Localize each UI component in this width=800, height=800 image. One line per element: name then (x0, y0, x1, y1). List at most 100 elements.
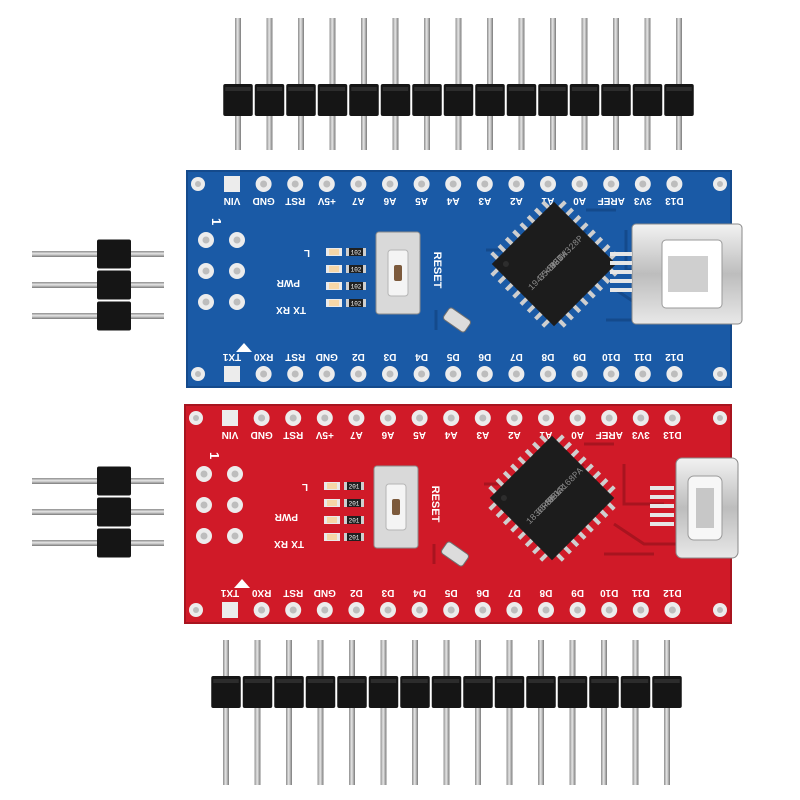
top-pin-label: A2 (508, 429, 521, 440)
header-plastic-highlight (559, 679, 586, 683)
header-plastic-block (97, 270, 131, 300)
resistor-end (363, 248, 366, 256)
blue-nano-board: D13D123V3D11AREFD10A0D9A1D8A2D7A3D6A4D5A… (186, 170, 743, 388)
resistor-code: 201 (349, 484, 360, 491)
resistor (346, 299, 366, 307)
header-pad-hole (384, 414, 392, 422)
header-plastic-block (463, 676, 493, 708)
header-pin (349, 640, 355, 785)
header-plastic-block (526, 676, 556, 708)
header-pad-hole (321, 606, 329, 614)
header-pin (569, 640, 576, 785)
chip-dot (502, 261, 509, 267)
header-plastic-block (97, 528, 131, 558)
resistor-end (361, 482, 364, 490)
top-pin-label: RST (285, 195, 305, 206)
resistor-end (363, 299, 366, 307)
header-pad-hole (512, 180, 520, 188)
header-pad-hole (668, 414, 676, 422)
led-lens (327, 500, 337, 506)
header-plastic-highlight (225, 87, 251, 91)
bottom-pin-label: D2 (352, 351, 365, 362)
resistor-end (344, 516, 347, 524)
header-pad-hole (258, 414, 266, 422)
header-plastic-highlight (288, 87, 314, 91)
led-label-pwr: PWR (274, 511, 298, 522)
header-pad-hole (260, 180, 268, 188)
header-pad-square (224, 176, 240, 192)
usb-micro-tongue (696, 488, 714, 528)
header-plastic-highlight (402, 679, 428, 683)
header-plastic-block (97, 301, 131, 331)
header-pin (506, 640, 513, 785)
header-pad-hole (607, 180, 615, 188)
bottom-pin-label: D2 (350, 587, 363, 598)
top-pin-label: GND (252, 195, 274, 206)
bottom-pin-label: D8 (541, 351, 554, 362)
resistor (346, 265, 366, 273)
header-pad-hole (510, 414, 518, 422)
header-pin (412, 640, 418, 785)
header-pin (601, 640, 607, 785)
chip-package (489, 435, 615, 561)
header-pad-hole (354, 180, 362, 188)
bottom-pin-label: RST (285, 351, 305, 362)
header-plastic-block (286, 84, 316, 116)
top-pin-label: A1 (541, 195, 554, 206)
mount-hole (717, 371, 723, 377)
header-pin (223, 640, 229, 785)
header-pad-hole (418, 370, 426, 378)
header-pad-hole (416, 606, 424, 614)
header-plastic-highlight (654, 679, 680, 683)
led-lens (329, 249, 339, 255)
header-pad-hole (605, 606, 613, 614)
icsp-pad-hole (202, 236, 210, 244)
header-plastic-block (211, 676, 241, 708)
resistor-end (361, 533, 364, 541)
header-pin (443, 640, 450, 785)
short-pin-header-upper (32, 239, 164, 331)
header-plastic-highlight (244, 679, 271, 683)
resistor-code: 201 (349, 518, 360, 525)
header-pad-hole (542, 606, 550, 614)
header-pad-hole (574, 414, 582, 422)
header-plastic-block (569, 84, 600, 116)
usb-lead (610, 288, 632, 292)
top-pin-label: A6 (383, 195, 396, 206)
mount-hole (195, 181, 201, 187)
header-pad-hole (670, 370, 678, 378)
header-pad-hole (668, 606, 676, 614)
led-label-l: L (302, 481, 308, 492)
header-pad-hole (323, 370, 331, 378)
header-pad-hole (637, 606, 645, 614)
led-label-tx: TX (293, 304, 306, 315)
header-plastic-highlight (319, 87, 346, 91)
header-plastic-highlight (634, 87, 661, 91)
top-pin-label: 3V3 (631, 429, 649, 440)
header-plastic-block (337, 676, 367, 708)
short-pin-header-lower (32, 466, 164, 558)
header-pad-hole (605, 414, 613, 422)
bottom-pin-label: D12 (663, 587, 682, 598)
reset-button-dot (392, 499, 400, 515)
bottom-pin-label: D3 (381, 587, 394, 598)
led-label-pwr: PWR (276, 277, 300, 288)
top-pin-label: D13 (663, 429, 682, 440)
led-label-l: L (304, 247, 310, 258)
header-plastic-block (97, 497, 131, 527)
header-plastic-block (254, 84, 285, 116)
header-plastic-highlight (622, 679, 649, 683)
header-pad-hole (449, 180, 457, 188)
top-pin-label: A4 (446, 195, 459, 206)
header-pad-hole (542, 414, 550, 422)
resistor-code: 201 (349, 535, 360, 542)
resistor-end (346, 248, 349, 256)
header-pad-hole (352, 606, 360, 614)
top-pin-label: GND (250, 429, 272, 440)
header-pin (632, 640, 639, 785)
usb-lead (610, 279, 632, 283)
header-plastic-block (494, 676, 525, 708)
icsp-pad-hole (202, 267, 210, 275)
header-plastic-block (412, 84, 442, 116)
top-pin-label: 3V3 (633, 195, 651, 206)
